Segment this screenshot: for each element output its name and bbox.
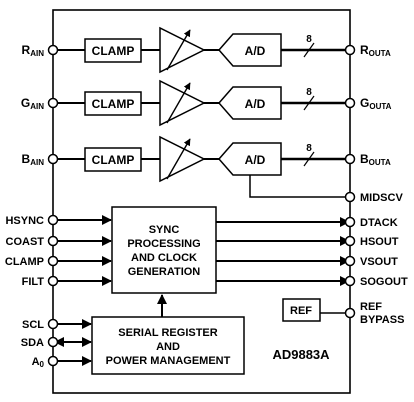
pin-vsout bbox=[344, 255, 356, 267]
pin-coast bbox=[47, 235, 59, 247]
pga-adjust-arrow-b bbox=[166, 138, 191, 180]
channel-g bbox=[53, 79, 350, 127]
pin-label-ref-bypass-2: BYPASS bbox=[360, 314, 404, 326]
adc-label-r: A/D bbox=[245, 44, 266, 58]
pga-adjust-arrow-g bbox=[166, 82, 191, 124]
clamp-label-r: CLAMP bbox=[92, 44, 135, 58]
ref-block-label: REF bbox=[290, 305, 312, 317]
pin-clamp bbox=[47, 255, 59, 267]
pin-b-outa bbox=[344, 153, 356, 165]
bus-width-label-g: 8 bbox=[306, 87, 312, 98]
pin-label-dtack: DTACK bbox=[360, 217, 398, 229]
pin-label-ref-bypass-1: REF bbox=[360, 301, 382, 313]
pin-label-a0: A0 bbox=[32, 356, 45, 369]
pin-label-vsout: VSOUT bbox=[360, 256, 398, 268]
pin-sda bbox=[47, 336, 59, 348]
bus-width-label-b: 8 bbox=[306, 143, 312, 154]
pin-hsync bbox=[47, 214, 59, 226]
pin-label-sda: SDA bbox=[21, 337, 44, 349]
sync-block-label-1: SYNC bbox=[149, 224, 180, 236]
pin-b-ain bbox=[47, 153, 59, 165]
sync-processing-block bbox=[111, 206, 217, 294]
bus-width-label-r: 8 bbox=[306, 34, 312, 45]
serial-block-label-1: SERIAL REGISTER bbox=[118, 327, 217, 339]
pin-scl bbox=[47, 318, 59, 330]
pin-midscv bbox=[344, 191, 356, 203]
pga-b bbox=[159, 135, 206, 183]
channel-r bbox=[53, 26, 350, 74]
pin-g-outa bbox=[344, 97, 356, 109]
sync-block-label-4: GENERATION bbox=[128, 266, 201, 278]
pin-filt bbox=[47, 275, 59, 287]
right-pin-circles bbox=[344, 44, 356, 319]
pin-r-outa bbox=[344, 44, 356, 56]
pin-label-r-outa: ROUTA bbox=[360, 43, 391, 58]
pin-r-ain bbox=[47, 44, 59, 56]
pin-label-r-ain: RAIN bbox=[22, 43, 45, 58]
pin-g-ain bbox=[47, 97, 59, 109]
pin-dtack bbox=[344, 216, 356, 228]
pin-label-b-outa: BOUTA bbox=[360, 152, 391, 167]
serial-block-label-3: POWER MANAGEMENT bbox=[106, 355, 231, 367]
pin-label-coast: COAST bbox=[6, 236, 45, 248]
channel-b bbox=[53, 135, 350, 198]
pin-hsout bbox=[344, 235, 356, 247]
left-pin-circles bbox=[47, 44, 59, 367]
serial-register-block bbox=[91, 316, 245, 375]
clamp-label-g: CLAMP bbox=[92, 97, 135, 111]
chip-name: AD9883A bbox=[272, 347, 330, 362]
midscv-line bbox=[249, 175, 350, 198]
pga-adjust-arrow-r bbox=[166, 29, 191, 71]
pin-sogout bbox=[344, 275, 356, 287]
clamp-label-b: CLAMP bbox=[92, 153, 135, 167]
pga-g bbox=[159, 79, 206, 127]
pin-a0 bbox=[47, 355, 59, 367]
pin-label-hsout: HSOUT bbox=[360, 236, 399, 248]
pin-label-g-outa: GOUTA bbox=[360, 96, 392, 111]
pin-label-g-ain: GAIN bbox=[21, 96, 44, 111]
sync-block-label-3: AND CLOCK bbox=[131, 252, 197, 264]
pin-label-scl: SCL bbox=[22, 319, 44, 331]
pin-label-midscv: MIDSCV bbox=[360, 192, 403, 204]
pin-label-sogout: SOGOUT bbox=[360, 276, 408, 288]
pin-label-clamp: CLAMP bbox=[5, 256, 44, 268]
ref-block bbox=[282, 298, 321, 322]
pga-r bbox=[159, 26, 206, 74]
adc-label-b: A/D bbox=[245, 153, 266, 167]
sync-block-label-2: PROCESSING bbox=[127, 238, 200, 250]
serial-block-label-2: AND bbox=[156, 341, 180, 353]
pin-label-hsync: HSYNC bbox=[5, 215, 44, 227]
pin-label-filt: FILT bbox=[22, 276, 45, 288]
pin-label-b-ain: BAIN bbox=[22, 152, 45, 167]
adc-label-g: A/D bbox=[245, 97, 266, 111]
pin-ref-bypass bbox=[344, 307, 356, 319]
